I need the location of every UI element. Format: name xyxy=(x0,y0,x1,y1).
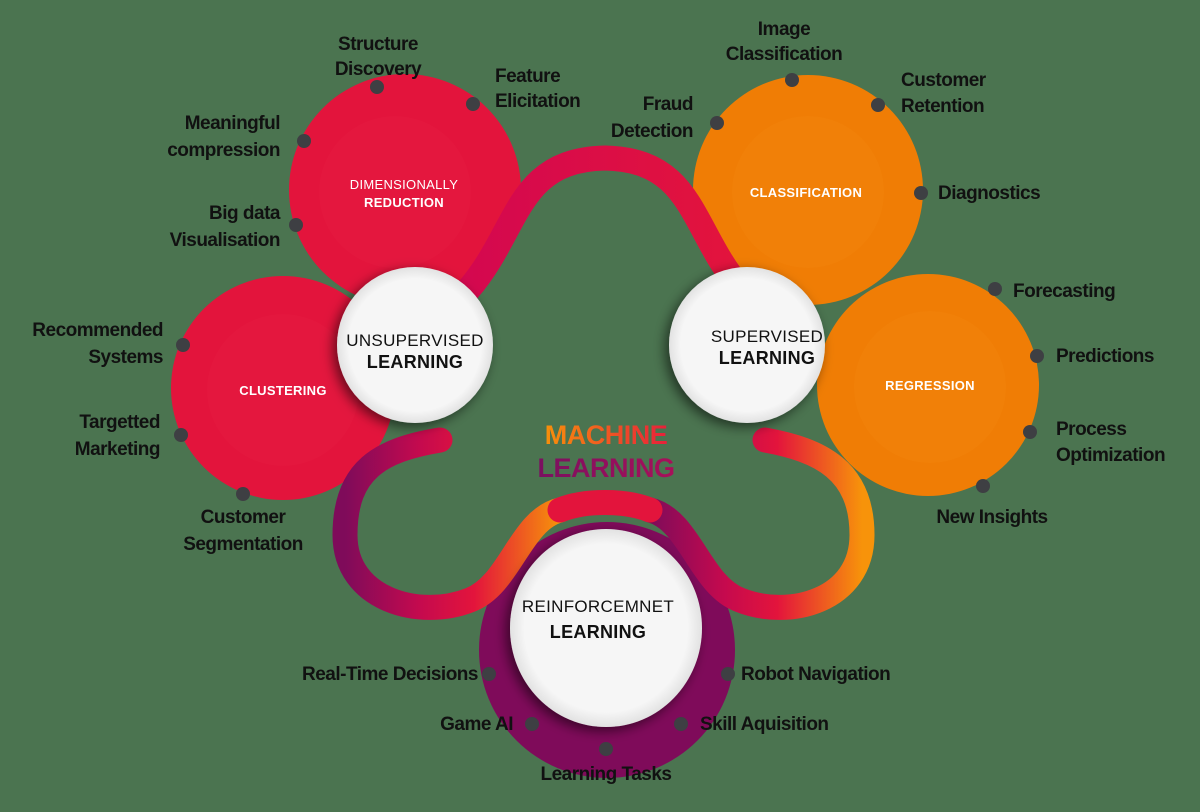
dimensionality-reduction-label-line2: REDUCTION xyxy=(364,195,444,210)
bullet-dot-icon xyxy=(785,73,799,87)
reinforcement-hub xyxy=(510,529,702,727)
rl-app-game-ai: Game AI xyxy=(440,714,539,735)
bullet-dot-icon xyxy=(525,717,539,731)
svg-text:compression: compression xyxy=(167,140,280,161)
classification-circle xyxy=(693,75,923,305)
dr-app-big-data-visualisation: Big data Visualisation xyxy=(170,203,303,251)
cl-app-customer-segmentation: Customer Segmentation xyxy=(183,487,303,555)
svg-text:Meaningful: Meaningful xyxy=(185,113,280,134)
cl-app-targetted-marketing: Targetted Marketing xyxy=(75,412,188,460)
svg-text:Image: Image xyxy=(758,19,810,40)
reinforcement-label-line2: LEARNING xyxy=(550,622,646,642)
svg-text:Detection: Detection xyxy=(611,121,693,142)
rl-app-skill-aquisition: Skill Aquisition xyxy=(674,714,829,735)
svg-text:Feature: Feature xyxy=(495,66,560,87)
dr-app-meaningful-compression: Meaningful compression xyxy=(167,113,311,161)
supervised-hub xyxy=(669,267,825,423)
svg-text:Skill Aquisition: Skill Aquisition xyxy=(700,714,829,735)
svg-text:Diagnostics: Diagnostics xyxy=(938,183,1040,204)
bullet-dot-icon xyxy=(370,80,384,94)
svg-text:Fraud: Fraud xyxy=(643,94,693,115)
dr-app-feature-elicitation: Feature Elicitation xyxy=(466,66,581,112)
bullet-dot-icon xyxy=(236,487,250,501)
rg-app-forecasting: Forecasting xyxy=(988,281,1116,302)
bullet-dot-icon xyxy=(976,479,990,493)
bullet-dot-icon xyxy=(174,428,188,442)
svg-text:New Insights: New Insights xyxy=(936,507,1047,528)
bullet-dot-icon xyxy=(674,717,688,731)
svg-text:Process: Process xyxy=(1056,419,1126,440)
svg-text:Optimization: Optimization xyxy=(1056,445,1165,466)
bullet-dot-icon xyxy=(871,98,885,112)
unsupervised-hub xyxy=(337,267,493,423)
svg-text:Retention: Retention xyxy=(901,96,984,117)
svg-text:Systems: Systems xyxy=(88,347,163,368)
clustering-label: CLUSTERING xyxy=(239,383,327,398)
cf-app-customer-retention: Customer Retention xyxy=(871,70,987,117)
svg-text:Structure: Structure xyxy=(338,34,418,55)
rl-app-robot-navigation: Robot Navigation xyxy=(721,664,891,685)
supervised-label-line2: LEARNING xyxy=(719,348,815,368)
unsupervised-label-line1: UNSUPERVISED xyxy=(346,331,483,350)
rl-app-learning-tasks: Learning Tasks xyxy=(541,742,672,785)
reinforcement-label-line1: REINFORCEMNET xyxy=(522,597,674,616)
bullet-dot-icon xyxy=(289,218,303,232)
cf-app-image-classification: Image Classification xyxy=(726,19,843,87)
svg-text:Big data: Big data xyxy=(209,203,281,224)
bullet-dot-icon xyxy=(1030,349,1044,363)
svg-text:Forecasting: Forecasting xyxy=(1013,281,1115,302)
unsupervised-label-line2: LEARNING xyxy=(367,352,463,372)
dimensionality-reduction-label-line1: DIMENSIONALLY xyxy=(350,177,458,192)
svg-text:Robot Navigation: Robot Navigation xyxy=(741,664,890,685)
svg-text:Real-Time Decisions: Real-Time Decisions xyxy=(302,664,478,685)
svg-text:Marketing: Marketing xyxy=(75,439,160,460)
bullet-dot-icon xyxy=(914,186,928,200)
rg-app-predictions: Predictions xyxy=(1030,346,1154,367)
svg-text:Visualisation: Visualisation xyxy=(170,230,280,251)
svg-text:Predictions: Predictions xyxy=(1056,346,1154,367)
cf-app-diagnostics: Diagnostics xyxy=(914,183,1041,204)
bullet-dot-icon xyxy=(297,134,311,148)
bullet-dot-icon xyxy=(1023,425,1037,439)
svg-text:Learning Tasks: Learning Tasks xyxy=(541,764,672,785)
rg-app-new-insights: New Insights xyxy=(936,479,1048,528)
rg-app-process-optimization: Process Optimization xyxy=(1023,419,1166,466)
rl-app-real-time-decisions: Real-Time Decisions xyxy=(302,664,496,685)
cf-app-fraud-detection: Fraud Detection xyxy=(611,94,724,142)
bullet-dot-icon xyxy=(721,667,735,681)
dr-app-structure-discovery: Structure Discovery xyxy=(335,34,423,94)
bullet-dot-icon xyxy=(710,116,724,130)
bullet-dot-icon xyxy=(466,97,480,111)
svg-text:Targetted: Targetted xyxy=(79,412,160,433)
svg-text:Game AI: Game AI xyxy=(440,714,513,735)
svg-text:Discovery: Discovery xyxy=(335,59,422,80)
title-machine: MACHINE xyxy=(545,420,668,450)
cl-app-recommended-systems: Recommended Systems xyxy=(32,320,190,368)
svg-text:Classification: Classification xyxy=(726,44,843,65)
svg-text:Recommended: Recommended xyxy=(32,320,163,341)
supervised-label-line1: SUPERVISED xyxy=(711,327,823,346)
bullet-dot-icon xyxy=(599,742,613,756)
svg-text:Segmentation: Segmentation xyxy=(183,534,303,555)
regression-label: REGRESSION xyxy=(885,378,975,393)
bullet-dot-icon xyxy=(482,667,496,681)
bullet-dot-icon xyxy=(176,338,190,352)
connecting-ribbon xyxy=(332,145,875,620)
svg-text:Customer: Customer xyxy=(201,507,287,528)
title-learning: LEARNING xyxy=(538,453,675,483)
svg-text:Elicitation: Elicitation xyxy=(495,91,580,112)
dimensionality-reduction-circle xyxy=(289,74,521,306)
svg-text:Customer: Customer xyxy=(901,70,987,91)
classification-label: CLASSIFICATION xyxy=(750,185,862,200)
bullet-dot-icon xyxy=(988,282,1002,296)
regression-circle xyxy=(817,274,1039,496)
